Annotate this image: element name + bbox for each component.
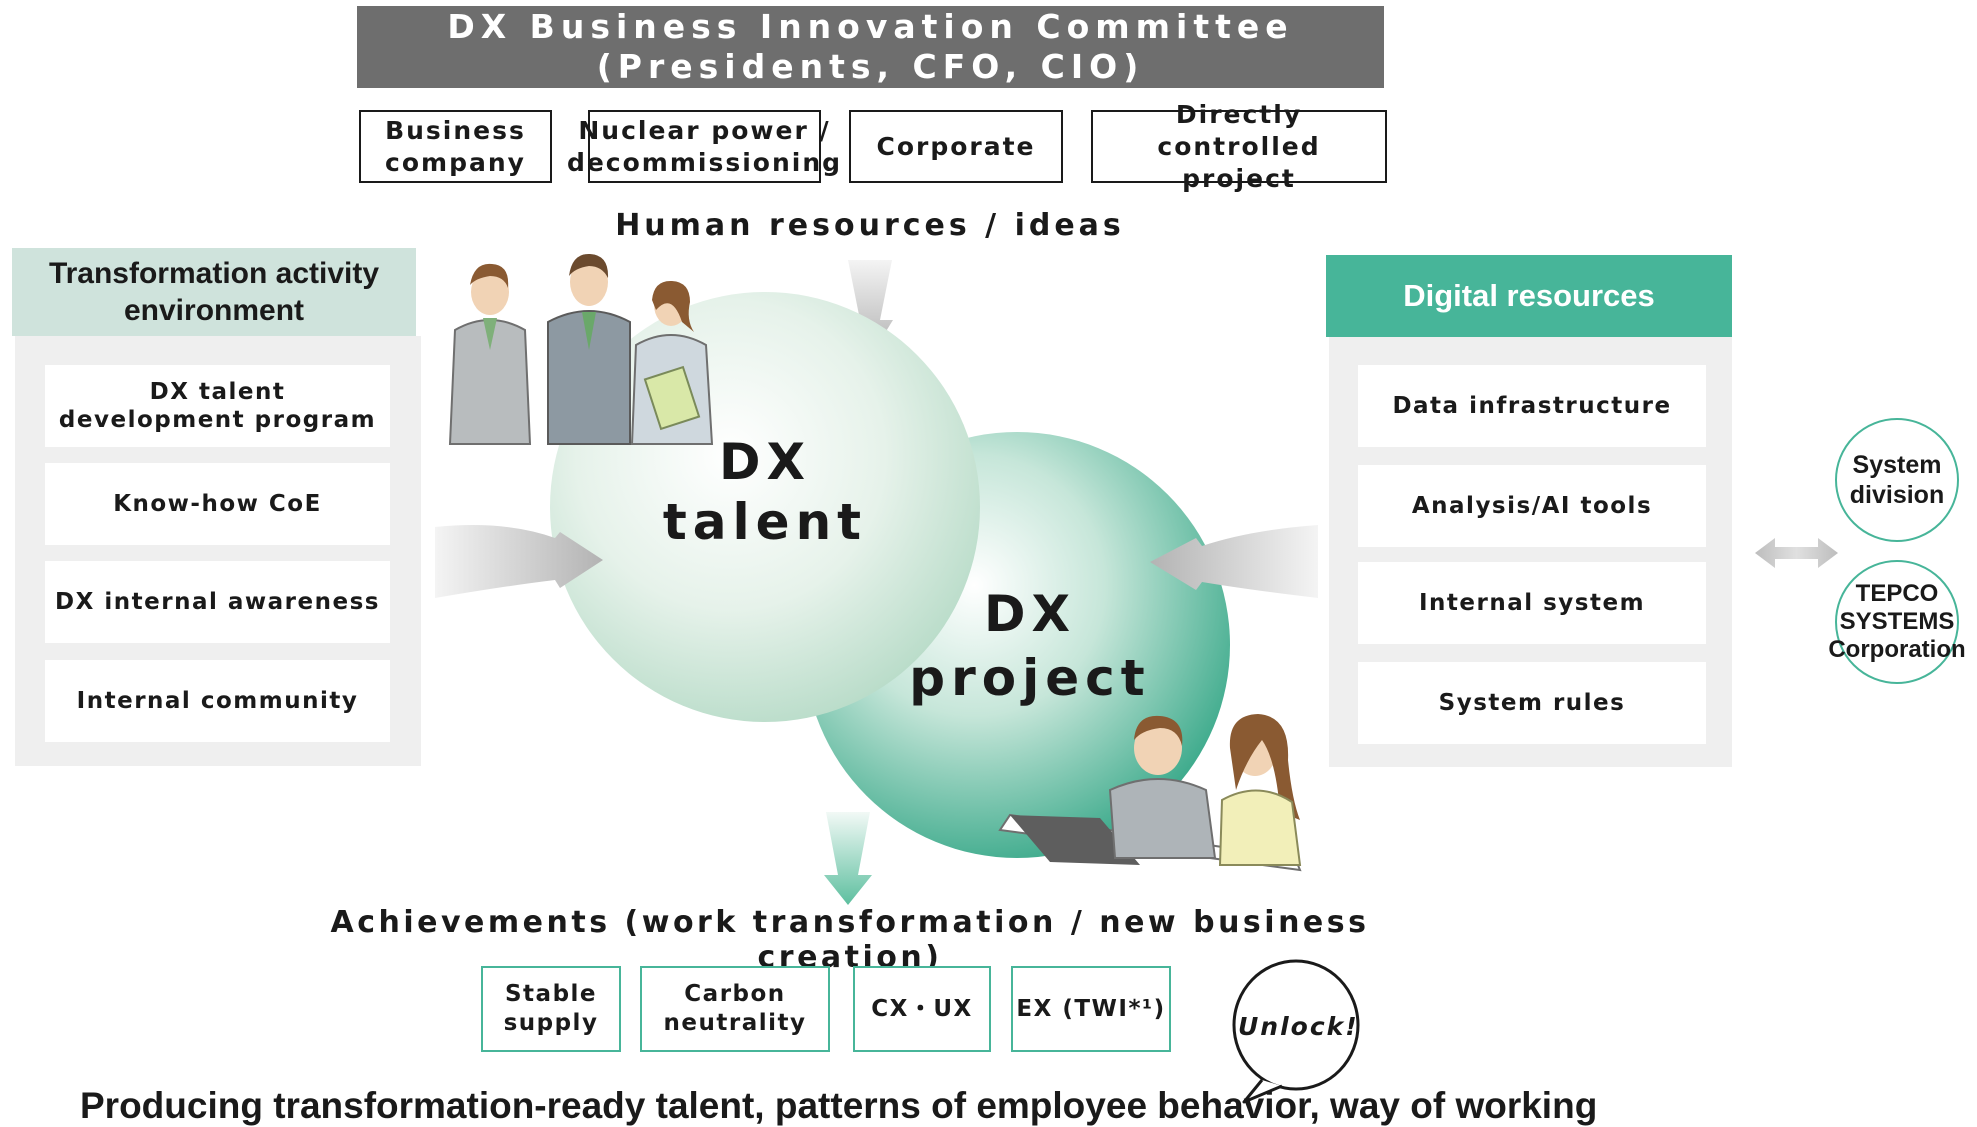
unit-corporate: Corporate (849, 110, 1063, 183)
dx-talent-line2: talent (662, 493, 868, 551)
left-item-internal-community: Internal community (45, 660, 390, 742)
digital-resources-title: Digital resources (1326, 255, 1732, 337)
unit-nuclear-power: Nuclear power / decommissioning (567, 110, 840, 183)
down-arrow-achievements (824, 812, 872, 905)
right-item-system-rules: System rules (1358, 662, 1706, 744)
left-item-knowhow-coe: Know-how CoE (45, 463, 390, 545)
unlock-bubble-outline (1232, 959, 1360, 1091)
achievements-title: Achievements (work transformation / new … (330, 905, 1370, 975)
bottom-statement: Producing transformation-ready talent, p… (80, 1085, 1598, 1126)
three-people-illustration (448, 253, 714, 445)
unit-business-company: Business company (359, 110, 552, 183)
right-item-internal-system: Internal system (1358, 562, 1706, 644)
right-inflow-arrow (1150, 525, 1318, 598)
achievement-cx-ux: CX・UX (853, 966, 991, 1052)
unlock-label: Unlock! (1238, 1012, 1359, 1041)
right-item-data-infrastructure: Data infrastructure (1358, 365, 1706, 447)
committee-title: DX Business Innovation Committee (447, 7, 1294, 46)
dx-talent-line1: DX (718, 433, 812, 491)
committee-header: DX Business Innovation Committee (Presid… (357, 6, 1384, 88)
right-item-analysis-ai: Analysis/AI tools (1358, 465, 1706, 547)
dx-project-label: DX project (900, 582, 1160, 710)
achievement-carbon-neutrality: Carbon neutrality (640, 966, 830, 1052)
dx-talent-label: DX talent (640, 432, 890, 552)
meeting-people-illustration (998, 714, 1302, 872)
achievement-ex-twi: EX (TWI*¹) (1011, 966, 1171, 1052)
dx-project-line2: project (909, 649, 1151, 707)
system-division-circle: System division (1835, 418, 1959, 542)
left-item-talent-program: DX talent development program (45, 365, 390, 447)
double-arrow (1755, 538, 1838, 568)
tepco-systems-circle: TEPCO SYSTEMS Corporation (1828, 560, 1966, 684)
unit-directly-controlled-project: Directly controlled project (1091, 100, 1387, 193)
transformation-panel-title: Transformation activity environment (12, 248, 416, 336)
left-inflow-arrow (435, 525, 603, 598)
dx-project-line1: DX (983, 585, 1077, 643)
left-item-internal-awareness: DX internal awareness (45, 561, 390, 643)
achievement-stable-supply: Stable supply (481, 966, 621, 1052)
committee-members: (Presidents, CFO, CIO) (596, 47, 1145, 86)
human-resources-label: Human resources / ideas (615, 208, 1125, 243)
